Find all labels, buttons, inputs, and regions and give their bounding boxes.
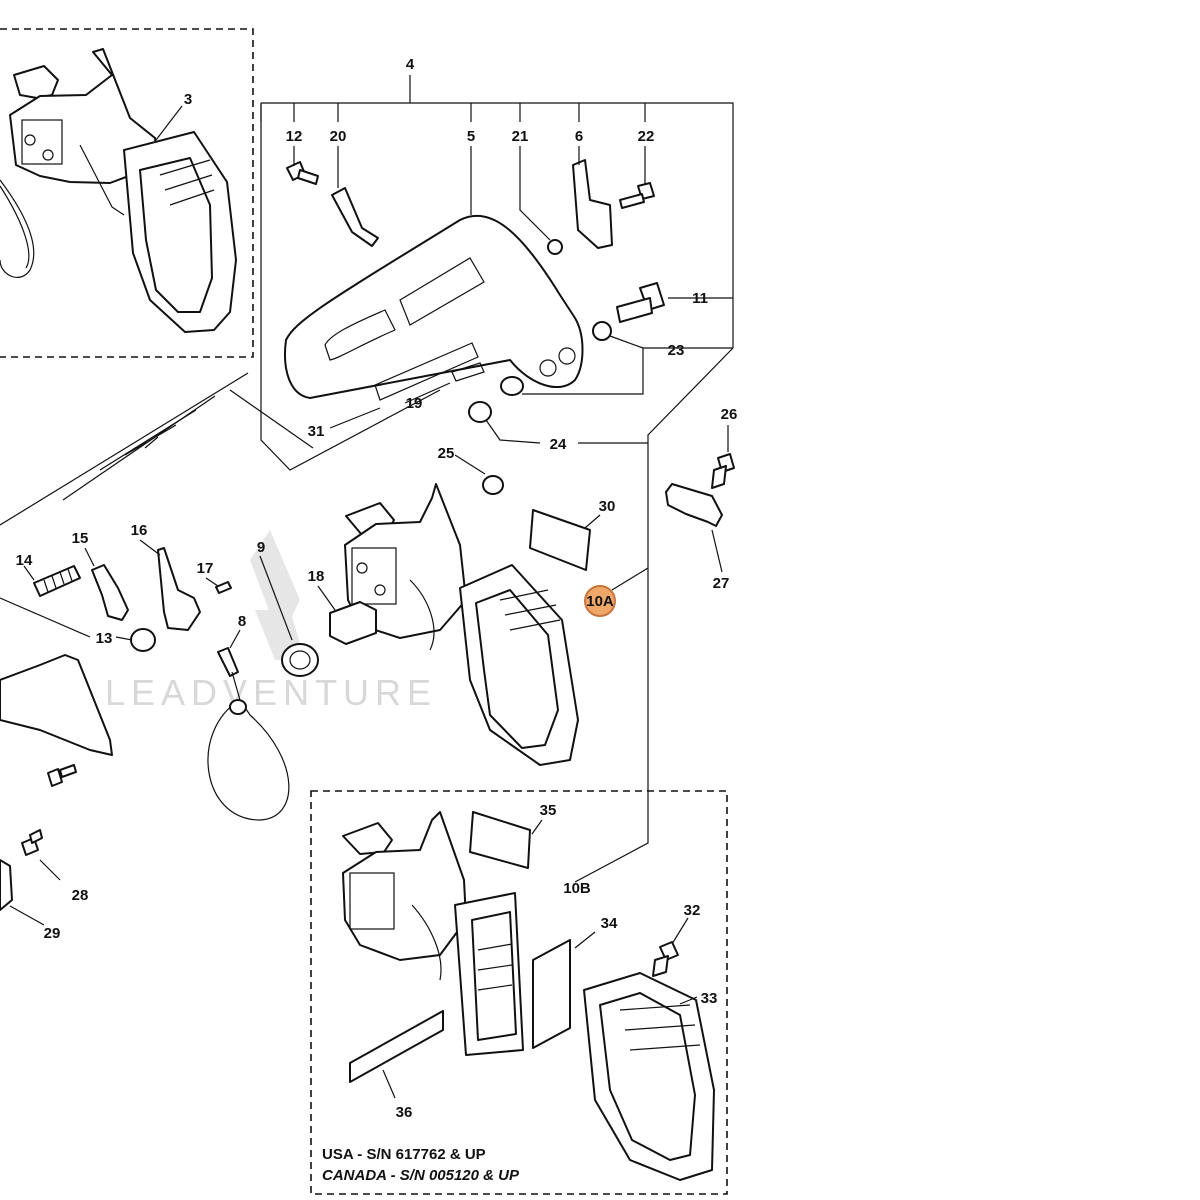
callout-30: 30 bbox=[599, 498, 616, 515]
bushing-13 bbox=[130, 628, 156, 652]
callout-20: 20 bbox=[330, 128, 347, 145]
callout-16: 16 bbox=[131, 522, 148, 539]
nut-25 bbox=[482, 475, 504, 495]
washer-23b bbox=[500, 376, 524, 396]
callout-6: 6 bbox=[575, 128, 583, 145]
assembly-box-top-left bbox=[0, 28, 254, 358]
callout-25: 25 bbox=[438, 445, 455, 462]
callout-26: 26 bbox=[721, 406, 738, 423]
serial-caption-canada: CANADA - S/N 005120 & UP bbox=[322, 1167, 520, 1184]
bolt-11 bbox=[616, 282, 665, 323]
block-18 bbox=[329, 601, 377, 645]
group-4-bracket bbox=[260, 75, 734, 883]
guard-plate bbox=[0, 654, 113, 756]
housing-assembly-3 bbox=[0, 48, 237, 333]
callout-34: 34 bbox=[601, 915, 618, 932]
callout-9: 9 bbox=[257, 539, 265, 556]
plate-16 bbox=[157, 547, 201, 631]
callout-3: 3 bbox=[184, 91, 192, 108]
part-29 bbox=[0, 859, 13, 911]
sprocket-9 bbox=[281, 643, 319, 677]
callout-36: 36 bbox=[396, 1104, 413, 1121]
decal-36 bbox=[349, 1010, 444, 1083]
callout-31: 31 bbox=[308, 423, 325, 440]
callout-12: 12 bbox=[286, 128, 303, 145]
screw-26 bbox=[711, 453, 735, 489]
callout-22: 22 bbox=[638, 128, 655, 145]
callout-13: 13 bbox=[96, 630, 113, 647]
callout-10b: 10B bbox=[563, 880, 591, 897]
pin-20 bbox=[331, 187, 379, 247]
nut-24 bbox=[468, 401, 492, 423]
screw-28 bbox=[21, 829, 43, 856]
callout-10a: 10A bbox=[586, 593, 614, 610]
callout-28: 28 bbox=[72, 887, 89, 904]
callout-18: 18 bbox=[308, 568, 325, 585]
decal-34 bbox=[532, 939, 571, 1049]
watermark-text: LEADVENTURE bbox=[105, 672, 437, 713]
callout-27: 27 bbox=[713, 575, 730, 592]
callout-33: 33 bbox=[701, 990, 718, 1007]
nut-21 bbox=[547, 239, 563, 255]
cover-33 bbox=[583, 972, 715, 1181]
assembly-box-10b bbox=[310, 790, 728, 1195]
decal-30 bbox=[529, 509, 591, 571]
guide-plate-5 bbox=[284, 214, 584, 401]
housing-assembly-10b bbox=[342, 811, 524, 1056]
bracket-6 bbox=[572, 159, 613, 249]
callout-19: 19 bbox=[406, 395, 423, 412]
callout-17: 17 bbox=[197, 560, 214, 577]
decal-35 bbox=[469, 811, 531, 869]
cable-8 bbox=[207, 647, 290, 821]
callout-8: 8 bbox=[238, 613, 246, 630]
callout-21: 21 bbox=[512, 128, 529, 145]
screw-22 bbox=[619, 182, 655, 209]
callout-32: 32 bbox=[684, 902, 701, 919]
leader-lines bbox=[0, 105, 733, 1099]
callout-14: 14 bbox=[16, 552, 33, 569]
callout-4: 4 bbox=[406, 56, 415, 73]
callout-35: 35 bbox=[540, 802, 557, 819]
pin-17 bbox=[215, 581, 232, 594]
screw-bottom-left bbox=[47, 764, 77, 787]
spring-14 bbox=[33, 565, 81, 597]
screw-32 bbox=[652, 941, 679, 977]
callout-labels: 3 4 5 6 8 9 10A 10B 11 12 13 14 15 16 17… bbox=[16, 56, 738, 1121]
serial-caption-usa: USA - S/N 617762 & UP bbox=[322, 1146, 486, 1163]
callout-23: 23 bbox=[668, 342, 685, 359]
callout-5: 5 bbox=[467, 128, 475, 145]
callout-29: 29 bbox=[44, 925, 61, 942]
highlight-10a bbox=[584, 585, 616, 617]
washer-23a bbox=[592, 321, 612, 341]
lever-15 bbox=[91, 564, 129, 621]
callout-24: 24 bbox=[550, 436, 567, 453]
bracket-27 bbox=[665, 483, 723, 527]
bolt-12 bbox=[286, 161, 319, 185]
leader-fan bbox=[0, 372, 314, 526]
callout-15: 15 bbox=[72, 530, 89, 547]
callout-11: 11 bbox=[692, 290, 708, 307]
housing-assembly-10a bbox=[344, 483, 579, 766]
